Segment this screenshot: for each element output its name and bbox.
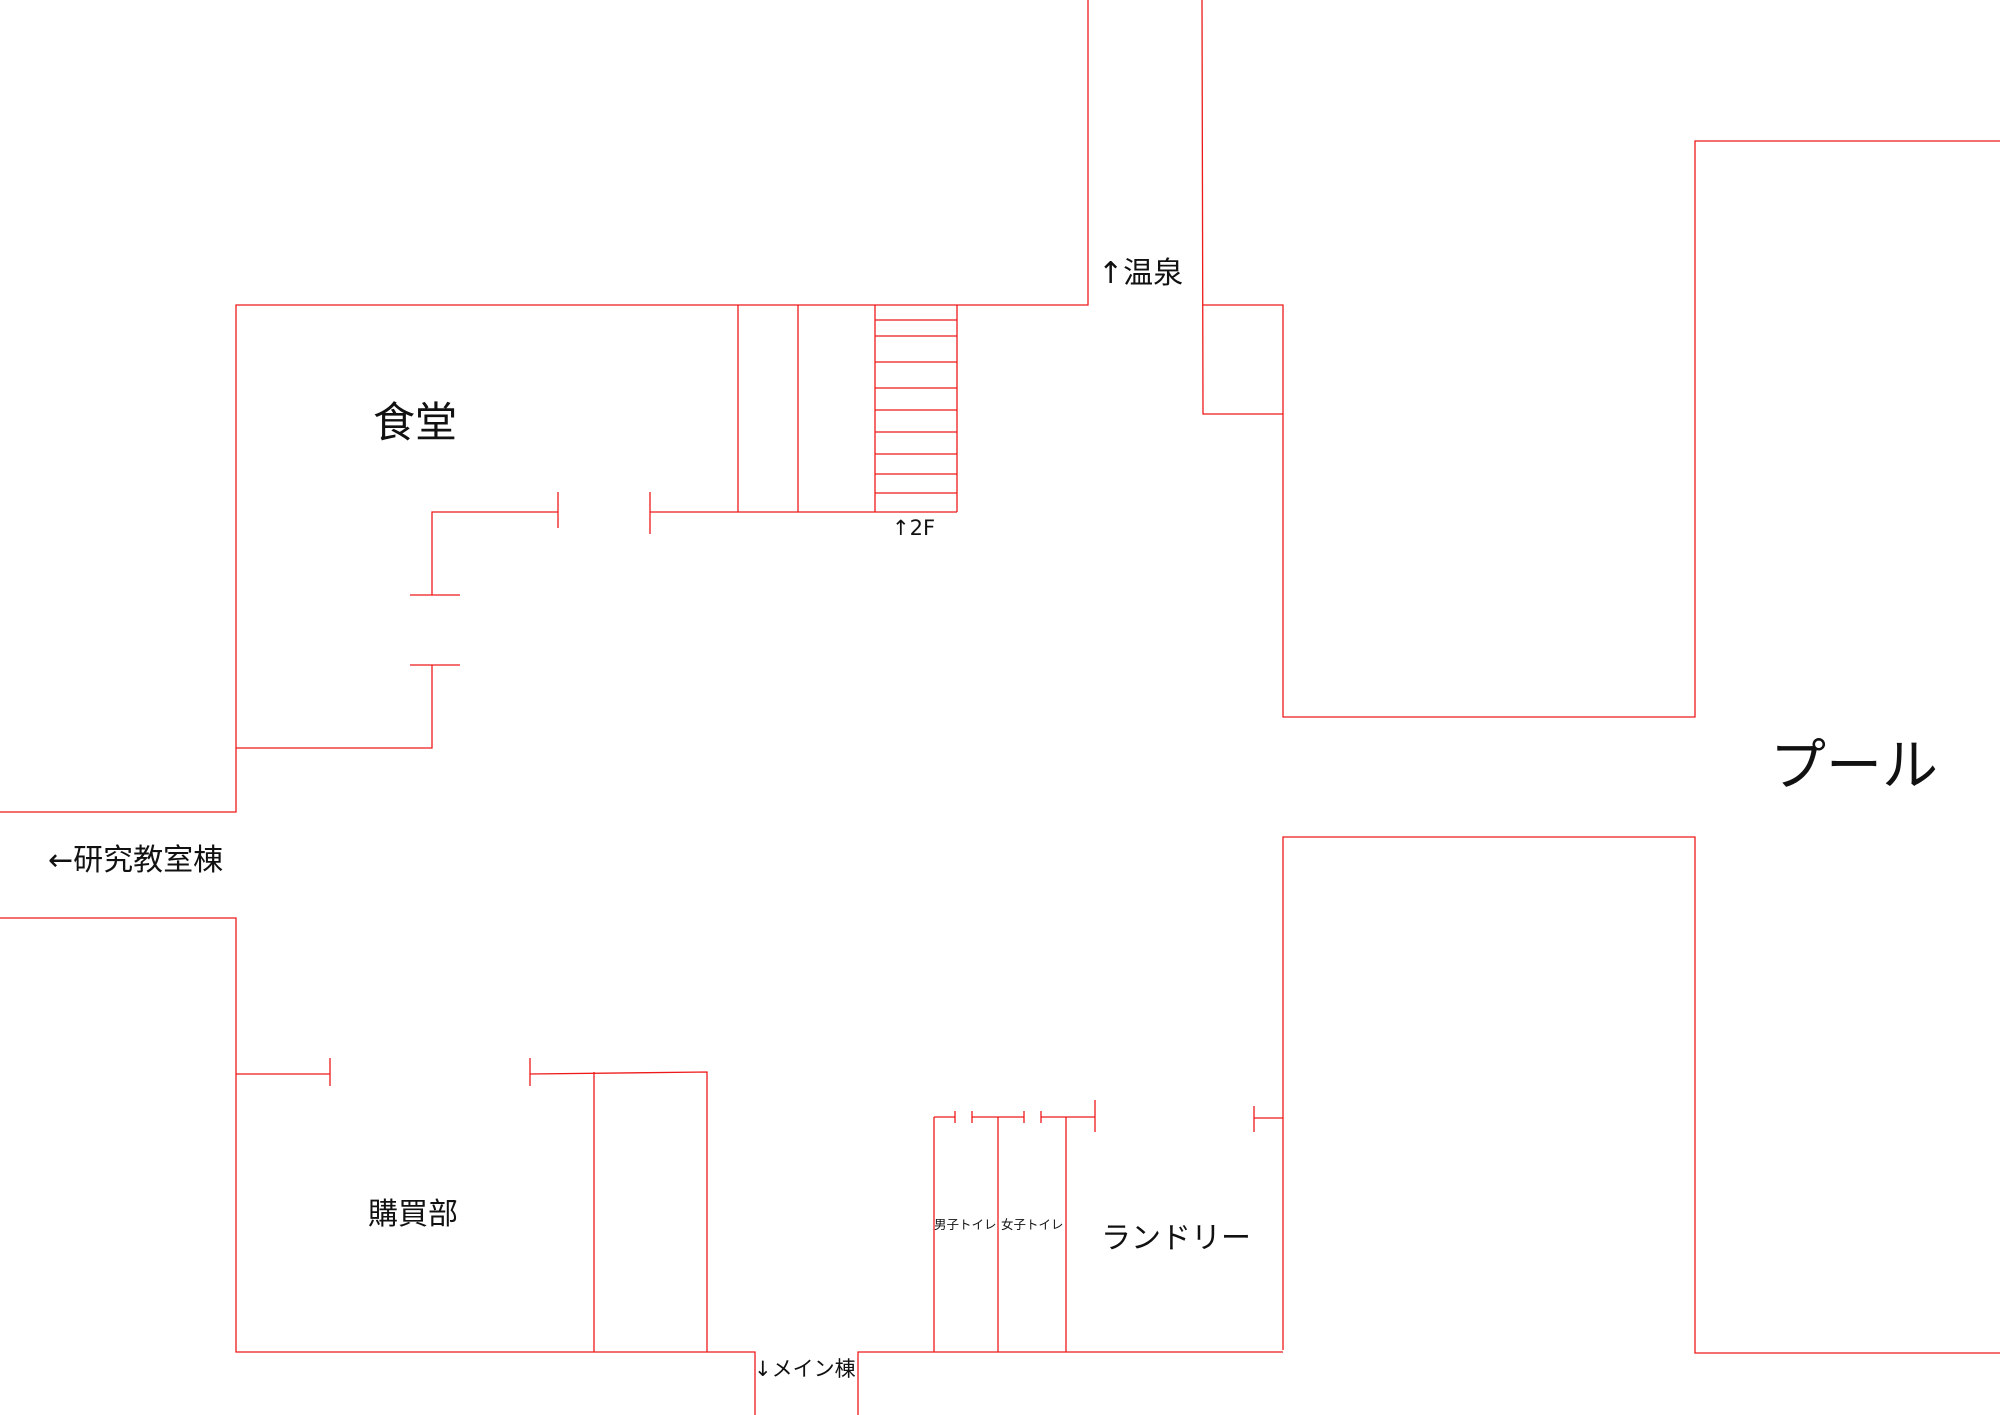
cafeteria-outer-wall — [0, 0, 1089, 813]
cafeteria-label: 食堂 — [373, 398, 457, 447]
shop-label: 購買部 — [368, 1197, 458, 1232]
hot-spring-corridor-wall — [1201, 0, 1283, 415]
labels: 食堂 ↑温泉 ↑2F プール ←研究教室棟 購買部 男子トイレ 女子トイレ ラン… — [48, 256, 1938, 1381]
mens-toilet-label: 男子トイレ — [934, 1217, 997, 1232]
second-floor-label: ↑2F — [892, 516, 935, 540]
hot-spring-direction-label: ↑温泉 — [1098, 256, 1183, 291]
cafeteria-inner-wall-upper — [431, 511, 558, 595]
cafeteria-inner-wall — [236, 665, 433, 749]
staircase-treads — [875, 319, 957, 494]
bottom-right-outer-wall — [857, 1351, 1283, 1415]
lower-right-room-wall — [1282, 836, 2000, 1354]
upper-right-room-wall — [1203, 140, 2000, 718]
shop-outer-wall — [0, 917, 756, 1415]
shop-top-wall-right — [529, 1071, 708, 1352]
research-building-direction-label: ←研究教室棟 — [48, 843, 223, 878]
laundry-label: ランドリー — [1101, 1221, 1251, 1256]
main-building-direction-label: ↓メイン棟 — [754, 1357, 856, 1381]
womens-toilet-label: 女子トイレ — [1001, 1217, 1064, 1232]
pool-label: プール — [1770, 734, 1938, 799]
